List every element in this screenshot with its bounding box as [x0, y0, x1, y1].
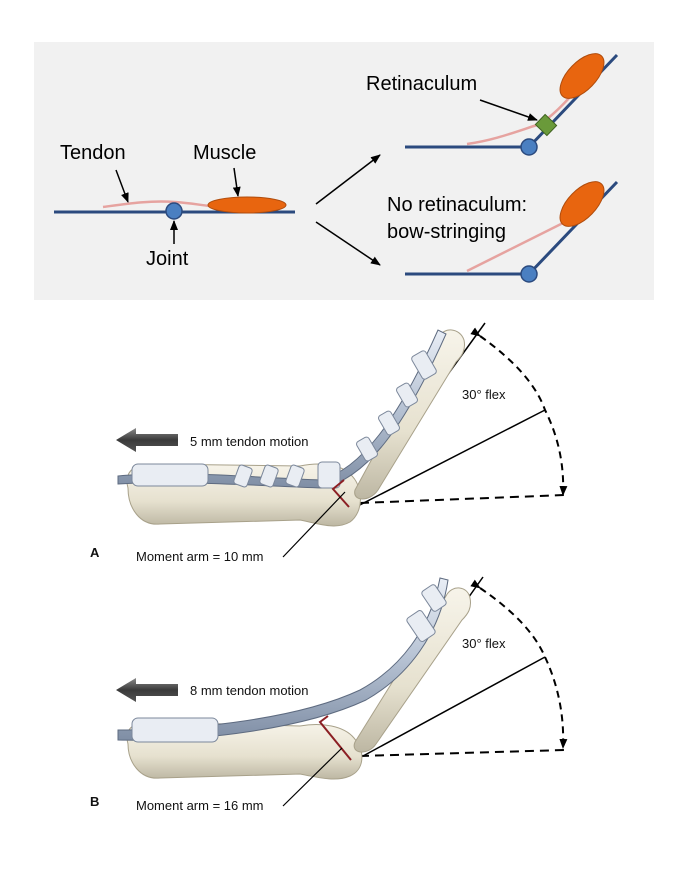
panel-b-moment-arm-pointer: [282, 747, 343, 807]
straight-joint: [165, 202, 183, 220]
tendon-label: Tendon: [60, 142, 126, 164]
transition-arrows: [315, 154, 381, 266]
panel-a-moment-arm: Moment arm = 10 mm: [136, 549, 264, 564]
panel-b-letter: B: [90, 794, 99, 809]
retinaculum-joint: [520, 138, 538, 156]
joint-label: Joint: [146, 248, 189, 270]
schematic-panel: [34, 42, 654, 300]
panel-a-sheath: [131, 350, 437, 489]
panel-b-distal-bone: [353, 587, 471, 753]
panel-b-sheath: [131, 584, 447, 743]
muscle-label: Muscle: [193, 142, 256, 164]
panel-a-tendon-motion: 5 mm tendon motion: [190, 434, 309, 449]
panel-a-straight-axis-line: [359, 494, 566, 504]
muscle-pointer: [232, 167, 241, 197]
bowstring-joint: [520, 265, 538, 283]
panel-a-distal-bone: [354, 329, 465, 500]
bowstringing-schematic: No retinaculum: bow-stringing: [387, 180, 619, 283]
panel-b-flex-arc: [470, 579, 568, 749]
panel-b-motion-arrow: [116, 678, 178, 702]
panel-b-straight-axis-line: [359, 749, 566, 757]
panel-b-moment-arm: Moment arm = 16 mm: [136, 798, 264, 813]
panel-a-moment-arm-pointer: [282, 491, 346, 558]
retinaculum-schematic: Retinaculum: [366, 53, 619, 156]
panel-a-flex-arc: [470, 327, 568, 496]
bowstring-tendon: [466, 220, 566, 273]
retinaculum-label: Retinaculum: [366, 73, 477, 95]
panel-b-tendon: [117, 577, 449, 741]
retinaculum-pulley: [534, 113, 558, 137]
panel-b-moment-arm-vector: [318, 715, 352, 761]
straight-finger-schematic: Tendon Muscle Joint: [54, 142, 295, 270]
panel-b-illustration: 8 mm tendon motion 30° flex Moment arm =…: [90, 576, 568, 813]
straight-muscle: [207, 196, 287, 214]
panel-a-moment-arm-vector: [331, 479, 350, 508]
tendon-pointer: [115, 169, 129, 203]
straight-tendon: [102, 200, 211, 209]
bowstringing-label: bow-stringing: [387, 221, 506, 243]
retinaculum-muscle: [559, 53, 605, 99]
panel-a-motion-arrow: [116, 428, 178, 452]
panel-b-flex-angle: 30° flex: [462, 636, 506, 651]
panel-b-tendon-motion: 8 mm tendon motion: [190, 683, 309, 698]
panel-a-illustration: 5 mm tendon motion 30° flex Moment arm =…: [90, 322, 568, 564]
arrow-to-retinaculum: [315, 154, 381, 205]
no-retinaculum-label: No retinaculum:: [387, 194, 527, 216]
panel-a-flex-angle: 30° flex: [462, 387, 506, 402]
panel-a-letter: A: [90, 545, 100, 560]
retinaculum-pointer: [479, 99, 538, 121]
arrow-to-bowstringing: [315, 221, 381, 266]
bowstring-muscle: [559, 181, 605, 227]
